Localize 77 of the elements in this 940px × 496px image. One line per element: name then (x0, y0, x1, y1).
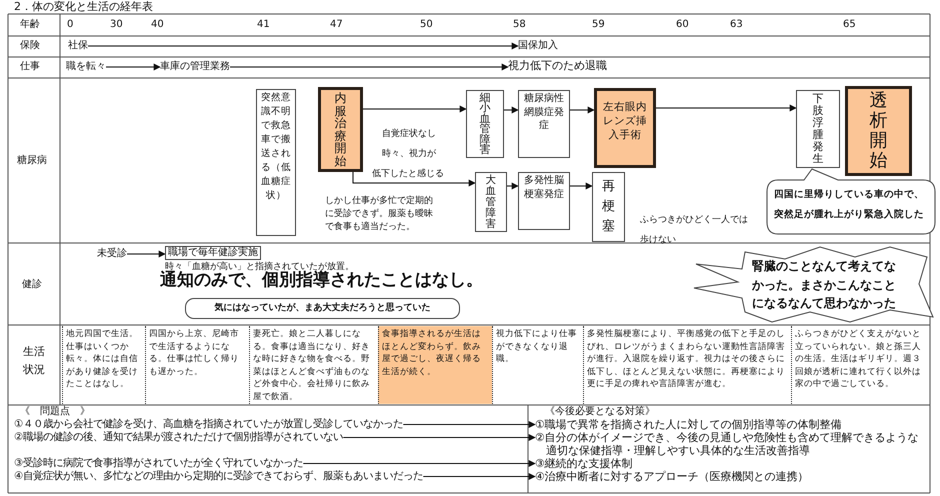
age-tick: 41 (257, 19, 270, 31)
milestone-box: 左右眼内レンズ挿入手術 (594, 88, 656, 168)
row-header: 仕事 (20, 61, 40, 73)
diagram-title: 2．体の変化と生活の経年表 (14, 1, 153, 13)
row-header: 健診 (22, 279, 42, 291)
row-header: 年齢 (20, 19, 40, 31)
measure-text: ②自分の体がイメージでき、今後の見通しや危険性も含めて理解できるような適切な保健指導・理解しやすい具体的な生活改善指導 (535, 431, 927, 457)
arrow (570, 182, 593, 190)
section-heading: 《 問題点 》 (20, 406, 90, 418)
event-box: 糖尿病性網膜症発症 (518, 90, 570, 158)
arrow (362, 106, 467, 112)
age-tick: 58 (513, 19, 526, 31)
event-text: 車庫の管理業務 (160, 61, 230, 73)
event-box: 再梗塞 (592, 172, 625, 242)
problem-text: ②職場の健診の後、通知で結果が渡されただけで個別指導がされていない (14, 431, 344, 444)
row-header: 糖尿病 (17, 155, 47, 167)
age-tick: 65 (843, 19, 856, 31)
arrow (656, 104, 797, 112)
measure-text: ④治療中断者に対するアプローチ（医療機関との連携） (535, 470, 809, 483)
age-tick: 0 (67, 19, 74, 31)
arrow (106, 64, 161, 70)
age-tick: 40 (151, 19, 164, 31)
event-box: 細小血管障害 (466, 90, 504, 158)
measure-text: ①職場で異常を指摘された人に対しての個別指導等の体制整備 (535, 418, 842, 431)
age-tick: 59 (592, 19, 605, 31)
note-text: ふらつきがひどく一人では歩けない (640, 214, 749, 247)
note-text: しかし仕事が多忙で定期的に受診できず。服薬も曖昧で食事も適当だった。 (325, 195, 434, 234)
problem-text: ④自覚症状が無い、多忙などの理由から定期的に受診できておらず、服薬もあいまいだった (14, 470, 424, 483)
note-text: 時々、視力が (382, 148, 436, 160)
arrow (504, 106, 519, 114)
event-box: 大血管障害 (475, 172, 507, 232)
age-tick: 50 (420, 19, 433, 31)
arrow (352, 172, 476, 186)
thought-bubble: 気にはなっていたが、まあ大丈夫だろうと思っていた (185, 298, 460, 319)
emphasis-text: 通知のみで、個別指導されたことはなし。 (160, 270, 483, 290)
table-cell: 食事指導されるが生活はほとんど変わらず。飲み屋で過ごし、夜遅く帰る生活が続く。 (378, 326, 492, 404)
event-box: 多発性脳梗塞発症 (518, 172, 570, 230)
table-cell: 多発性脳梗塞により、平衡感覚の低下と手足のしびれ、ロレツがうまくまわらない運動性言語障害が進行。入退院を繰り返す。視力はその後さらに低下し、ほとんど見えない状態に。再梗塞により更に手足の痺れや言語障害が進む。 (583, 326, 791, 404)
event-box: 突然意識不明で救急車で搬送される（低血糖症状） (256, 89, 296, 236)
age-tick: 30 (110, 19, 123, 31)
bubble-text: 腎臓のことなんて考えてなかった。まさかこんなことになるなんて思わなかった (752, 258, 897, 312)
row-header: 生活状況 (23, 344, 46, 378)
event-box: 下肢浮腫発生 (796, 90, 840, 168)
table-cell: 四国から上京、尼崎市で生活するようになる。仕事は忙しく帰りも遅かった。 (145, 326, 249, 404)
arrow (88, 42, 519, 50)
bubble-text: 四国に里帰りしている車の中で、突然足が腫れ上がり緊急入院した (774, 188, 925, 222)
speech-bubble (766, 168, 936, 236)
arrow (302, 460, 536, 467)
age-tick: 60 (676, 19, 689, 31)
row-header: 保険 (20, 40, 40, 52)
arrow (342, 434, 536, 441)
event-text: 国保加入 (518, 40, 558, 52)
status-text: 未受診 (97, 248, 127, 260)
arrow (126, 250, 166, 258)
problem-text: ①４０歳から会社で健診を受け、高血糖を指摘されていたが放置し受診していなかった (14, 418, 404, 431)
event-text: 職を転々 (66, 61, 106, 73)
age-tick: 63 (730, 19, 743, 31)
milestone-box: 透析開始 (845, 86, 912, 176)
table-cell: 視力低下により仕事ができなくなり退職。 (492, 326, 583, 404)
table-cell: ふらつきがひどく支えがないと立っていられない。娘と孫三人の生活。生活はギリギリ。週３回娘が透析に連れて行く以外は家の中で過ごしている。 (791, 326, 930, 404)
arrow (422, 473, 536, 480)
age-tick: 47 (330, 19, 343, 31)
table-cell: 地元四国で生活。仕事はいくつか転々。体には自信があり健診を受けたことはなし。 (62, 326, 145, 404)
milestone-box: 内服治療開始 (318, 87, 363, 172)
measure-text: ③継続的な支援体制 (535, 457, 633, 470)
event-text: 視力低下のため退職 (508, 60, 607, 72)
problem-text: ③受診時に病院で食事指導がされていたが全く守れていなかった (14, 457, 304, 470)
note-text: 自覚症状なし (382, 128, 436, 140)
note-text: 時々「血糖が高い」と指摘されていたが放置。 (165, 261, 354, 272)
note-text: 低下したと感じる (372, 168, 444, 180)
arrow (230, 64, 509, 70)
arrow (506, 182, 519, 190)
event-box: 職場で毎年健診実施 (165, 246, 261, 260)
event-text: 社保 (68, 40, 88, 52)
arrow (570, 106, 595, 114)
arrow (402, 421, 536, 428)
section-heading: 《今後必要となる対策》 (545, 406, 655, 418)
